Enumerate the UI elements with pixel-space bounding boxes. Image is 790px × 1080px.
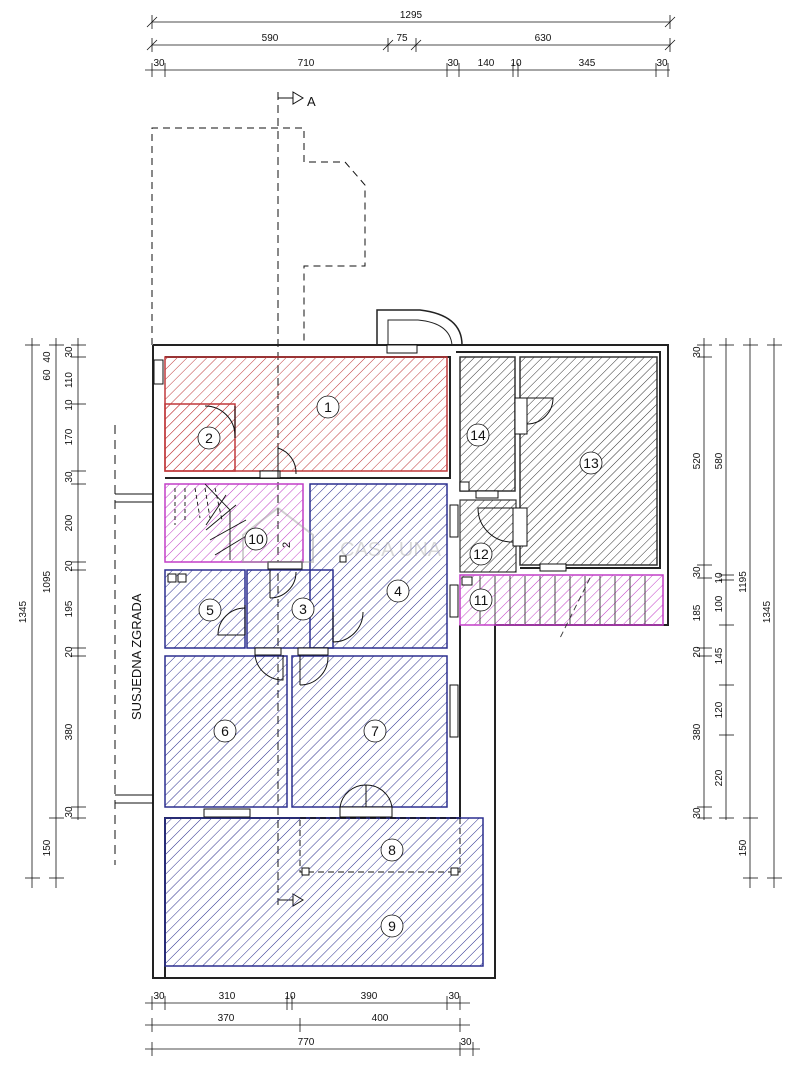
svg-text:150: 150: [42, 839, 53, 856]
entry-canopy: [376, 309, 463, 346]
room-label-5: 5: [206, 602, 214, 618]
svg-text:195: 195: [64, 600, 75, 617]
doors: [153, 344, 567, 818]
svg-text:220: 220: [714, 769, 725, 786]
dim-top-140: 140: [478, 58, 495, 69]
room-label-12: 12: [473, 546, 489, 562]
room-label-4: 4: [394, 583, 402, 599]
room-label-9: 9: [388, 918, 396, 934]
svg-text:30: 30: [460, 1037, 472, 1048]
dim-top-590: 590: [262, 33, 279, 44]
stair-10: [174, 483, 257, 560]
svg-text:30: 30: [692, 346, 703, 358]
svg-text:30: 30: [64, 346, 75, 358]
room-label-6: 6: [221, 723, 229, 739]
section-marker-label: A: [307, 94, 316, 109]
svg-text:380: 380: [64, 723, 75, 740]
svg-text:1345: 1345: [18, 600, 29, 623]
stair-11: [479, 576, 646, 639]
dim-top-630: 630: [535, 33, 552, 44]
svg-text:580: 580: [714, 452, 725, 469]
room-label-8: 8: [388, 842, 396, 858]
svg-text:10: 10: [284, 991, 296, 1002]
room-14: [459, 356, 516, 492]
svg-text:145: 145: [714, 647, 725, 664]
svg-text:20: 20: [692, 646, 703, 658]
dim-top-345: 345: [579, 58, 596, 69]
room-label-14: 14: [470, 427, 486, 443]
svg-text:30: 30: [448, 991, 460, 1002]
rooms: [164, 356, 664, 967]
room-10: [164, 483, 304, 563]
watermark-logo: CASA UNA: [242, 506, 442, 563]
svg-text:120: 120: [714, 701, 725, 718]
neighbor-building-label: SUSJEDNA ZGRADA: [129, 593, 144, 720]
svg-text:170: 170: [64, 428, 75, 445]
svg-text:520: 520: [692, 452, 703, 469]
dim-top-30b: 30: [447, 58, 459, 69]
svg-text:1195: 1195: [738, 571, 749, 593]
room-11: [459, 574, 664, 626]
room-labels: 1 2 3 4 5 6 7 8 9 10 11 12 13 14 2: [197, 395, 603, 938]
dim-top-30c: 30: [656, 58, 668, 69]
bottom-dimensions: [145, 996, 480, 1056]
top-dimensions: [145, 15, 676, 77]
dim-top-total: 1295: [400, 10, 423, 21]
room-label-1: 1: [324, 399, 332, 415]
svg-text:400: 400: [372, 1013, 389, 1024]
svg-text:30: 30: [153, 991, 165, 1002]
stair-number-label: 2: [281, 542, 293, 548]
svg-text:30: 30: [692, 566, 703, 578]
svg-text:100: 100: [714, 595, 725, 612]
left-dimensions: [25, 338, 86, 888]
svg-text:60: 60: [42, 369, 53, 381]
dim-top-10: 10: [510, 58, 522, 69]
terrace-dashed-outline: [299, 817, 461, 873]
svg-text:770: 770: [298, 1037, 315, 1048]
svg-text:1095: 1095: [42, 570, 53, 593]
right-dimension-labels: 30 520 30 185 20 380 30 150 580 10 100 1…: [692, 346, 773, 856]
room-label-2: 2: [205, 430, 213, 446]
svg-text:1345: 1345: [762, 600, 773, 623]
svg-text:370: 370: [218, 1013, 235, 1024]
dim-top-710: 710: [298, 58, 315, 69]
svg-text:390: 390: [361, 991, 378, 1002]
room-label-10: 10: [248, 531, 264, 547]
bottom-dimension-labels: 30 310 10 390 30 370 400 770 30: [153, 991, 472, 1048]
top-dimension-labels: 1295 590 75 630 30 710 30 140 10 345 30: [153, 10, 668, 69]
svg-text:110: 110: [64, 372, 75, 388]
svg-text:380: 380: [692, 723, 703, 740]
svg-text:20: 20: [64, 560, 75, 572]
room-3: [246, 569, 334, 649]
svg-text:200: 200: [64, 514, 75, 531]
svg-text:20: 20: [64, 646, 75, 658]
dim-top-30a: 30: [153, 58, 165, 69]
upper-terrace-outline: [151, 127, 366, 345]
right-dimensions: [697, 338, 782, 888]
svg-text:30: 30: [64, 471, 75, 483]
svg-text:10: 10: [714, 572, 725, 584]
room-label-3: 3: [299, 601, 307, 617]
svg-text:30: 30: [692, 807, 703, 819]
svg-text:185: 185: [692, 604, 703, 621]
svg-text:30: 30: [64, 806, 75, 818]
room-8-9: [164, 817, 484, 967]
svg-text:150: 150: [738, 839, 749, 856]
svg-text:40: 40: [42, 351, 53, 363]
room-label-13: 13: [583, 455, 599, 471]
left-dimension-labels: 1345 1095 30 40 60 110 10 170 30 200 20 …: [18, 346, 75, 856]
dim-top-75: 75: [396, 33, 408, 44]
svg-text:CASA UNA: CASA UNA: [340, 539, 442, 561]
room-label-11: 11: [474, 592, 489, 608]
room-label-7: 7: [371, 723, 379, 739]
neighbor-wall: [114, 425, 153, 865]
svg-text:10: 10: [64, 399, 75, 411]
svg-text:310: 310: [219, 991, 236, 1002]
